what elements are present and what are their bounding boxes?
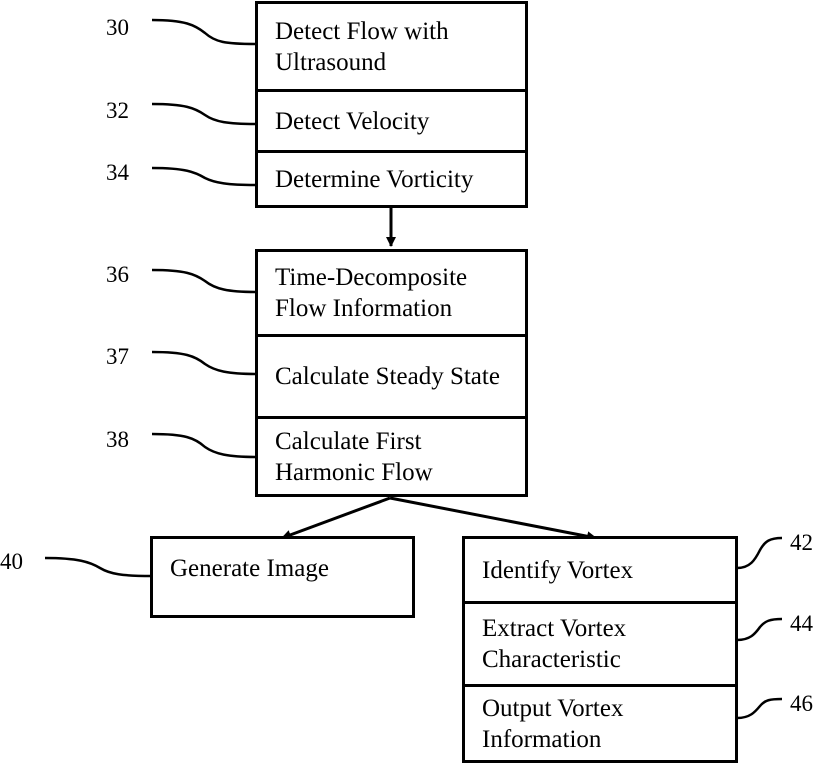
box-time-decomposite: Time-Decomposite Flow Information [258, 252, 525, 334]
box-extract-vortex-text: Extract Vortex Characteristic [482, 613, 725, 675]
box-output-vortex-text: Output Vortex Information [482, 693, 725, 755]
ref-label-36: 36 [106, 263, 129, 286]
ref-label-38: 38 [106, 428, 129, 451]
ref-label-37: 37 [106, 345, 129, 368]
box-output-vortex: Output Vortex Information [465, 684, 735, 760]
box-generate-image-text: Generate Image [170, 553, 329, 584]
leader-line-46 [737, 699, 782, 718]
ref-label-30: 30 [106, 16, 129, 39]
box-first-harmonic: Calculate First Harmonic Flow [258, 416, 525, 494]
arrow-middle-to-identify-vortex [390, 498, 596, 538]
leader-line-32 [152, 104, 256, 124]
middle-stack: Time-Decomposite Flow Information Calcul… [255, 249, 528, 497]
leader-line-42 [737, 538, 782, 568]
box-detect-flow-text: Detect Flow with Ultrasound [275, 16, 515, 78]
leader-line-44 [737, 619, 782, 640]
box-detect-flow: Detect Flow with Ultrasound [258, 4, 525, 89]
ref-label-46: 46 [790, 692, 813, 715]
ref-label-44: 44 [790, 612, 813, 635]
box-determine-vorticity: Determine Vorticity [258, 150, 525, 205]
leader-line-40 [45, 558, 152, 576]
box-detect-velocity: Detect Velocity [258, 89, 525, 150]
ref-label-40: 40 [0, 550, 23, 573]
leader-line-34 [152, 168, 256, 185]
box-identify-vortex: Identify Vortex [465, 539, 735, 601]
leader-line-36 [152, 270, 256, 292]
ref-label-32: 32 [106, 99, 129, 122]
box-extract-vortex: Extract Vortex Characteristic [465, 601, 735, 684]
leader-line-37 [152, 352, 256, 374]
box-generate-image: Generate Image [153, 539, 412, 615]
top-stack: Detect Flow with Ultrasound Detect Veloc… [255, 1, 528, 208]
leader-line-30 [152, 20, 256, 44]
right-stack: Identify Vortex Extract Vortex Character… [462, 536, 738, 763]
generate-image-stack: Generate Image [150, 536, 415, 618]
ref-label-34: 34 [106, 161, 129, 184]
leader-line-38 [152, 434, 256, 457]
box-steady-state-text: Calculate Steady State [275, 361, 500, 392]
box-time-decomposite-text: Time-Decomposite Flow Information [275, 262, 515, 324]
box-first-harmonic-text: Calculate First Harmonic Flow [275, 426, 515, 488]
box-identify-vortex-text: Identify Vortex [482, 555, 633, 586]
box-determine-vorticity-text: Determine Vorticity [275, 164, 473, 195]
box-steady-state: Calculate Steady State [258, 334, 525, 416]
box-detect-velocity-text: Detect Velocity [275, 106, 429, 137]
arrow-middle-to-generate-image [282, 498, 390, 538]
ref-label-42: 42 [790, 531, 813, 554]
